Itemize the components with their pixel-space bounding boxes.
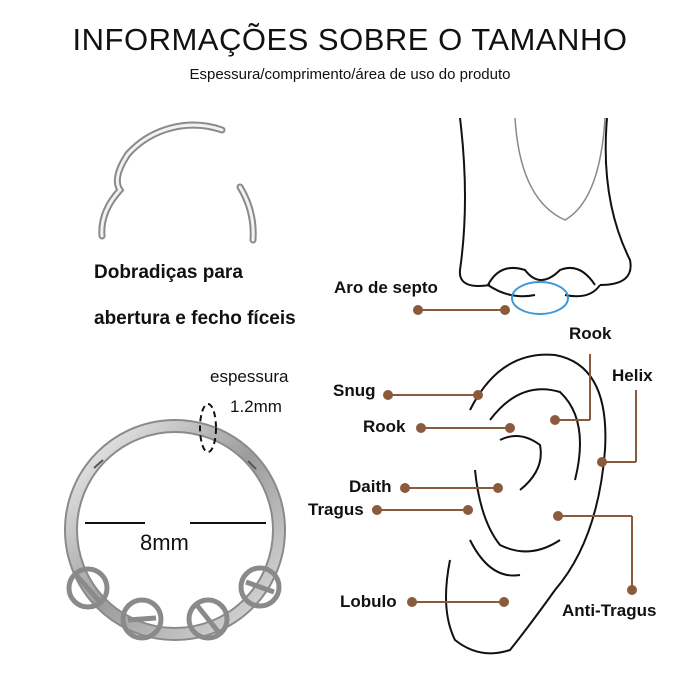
hinge-joint — [93, 459, 104, 469]
label-rook-top: Rook — [569, 324, 612, 343]
ear-illustration — [445, 353, 607, 655]
ring-decoration-circles — [66, 565, 282, 641]
septum-ring — [511, 281, 569, 315]
label-snug: Snug — [333, 381, 376, 400]
label-rook: Rook — [363, 417, 406, 436]
hinge-joint — [247, 460, 257, 470]
closed-ring-product — [64, 403, 286, 641]
thickness-value: 1.2mm — [230, 397, 282, 416]
thickness-marker — [199, 403, 217, 453]
label-tragus: Tragus — [308, 500, 364, 519]
thickness-label: espessura — [210, 367, 289, 386]
hinge-caption-line2: abertura e fecho fíceis — [94, 308, 296, 329]
nose-illustration — [458, 117, 632, 315]
label-anti-tragus: Anti-Tragus — [562, 601, 657, 620]
label-lobulo: Lobulo — [340, 592, 397, 611]
label-daith: Daith — [349, 477, 392, 496]
label-helix: Helix — [612, 366, 653, 385]
page-subtitle: Espessura/comprimento/área de uso do pro… — [189, 66, 511, 83]
label-pointers — [372, 305, 637, 607]
label-septum: Aro de septo — [334, 278, 438, 297]
hinge-caption-line1: Dobradiças para — [94, 262, 243, 283]
diameter-value: 8mm — [140, 530, 189, 555]
page-title: INFORMAÇÕES SOBRE O TAMANHO — [72, 22, 628, 57]
open-hinge-ring — [98, 121, 257, 244]
